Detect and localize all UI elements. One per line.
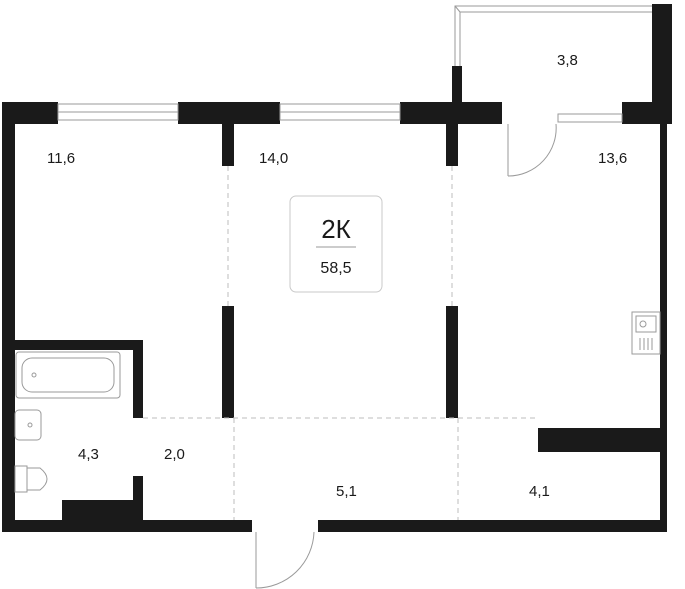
door-swing-icon [507, 123, 557, 177]
wall-right [660, 102, 667, 532]
doors [255, 123, 557, 589]
wall-top-right [400, 102, 502, 124]
balcony-frame [454, 5, 652, 66]
room-area-hall-right: 4,1 [529, 483, 550, 500]
room-area-left: 11,6 [47, 150, 75, 167]
partition-b-bottom [446, 306, 458, 418]
walls [2, 4, 672, 532]
room-area-bathroom: 4,3 [78, 446, 99, 463]
room-area-kitchen-living: 13,6 [598, 150, 627, 167]
window-icon [557, 113, 623, 123]
wall-bottom-right [318, 520, 665, 532]
zone-boundaries [143, 166, 538, 520]
wall-right-upper [652, 4, 672, 124]
badge-frame [289, 195, 383, 293]
bath-wall-top [15, 340, 143, 350]
room-area-middle: 14,0 [259, 150, 288, 167]
apartment-area: 58,5 [320, 260, 351, 277]
wall-left [2, 102, 15, 532]
sink-icon [14, 409, 42, 441]
room-area-corridor-small: 2,0 [164, 446, 185, 463]
wall-top-mid [178, 102, 280, 124]
bath-block [62, 500, 142, 520]
wall-top-left [2, 102, 58, 124]
partition-b-top [446, 124, 458, 166]
wall-hall-block [538, 428, 660, 452]
window-icon [279, 103, 401, 121]
room-area-hallway: 5,1 [336, 483, 357, 500]
toilet-icon [14, 465, 48, 493]
apartment-type: 2К [321, 214, 351, 244]
bathtub-icon [15, 351, 121, 399]
partition-a-top [222, 124, 234, 166]
windows [57, 5, 652, 123]
room-labels: 11,6 14,0 13,6 3,8 4,3 2,0 5,1 4,1 [47, 52, 627, 500]
wall-balcony-stub [452, 66, 462, 106]
window-icon [57, 103, 179, 121]
room-area-balcony: 3,8 [557, 52, 578, 69]
stove-icon [631, 311, 661, 355]
partition-a-bottom [222, 306, 234, 418]
wall-bottom-left [2, 520, 252, 532]
apartment-badge: 2К 58,5 [289, 195, 383, 293]
door-swing-icon [255, 531, 315, 589]
bath-wall-right-lower [133, 476, 143, 520]
bath-wall-right-upper [133, 340, 143, 418]
